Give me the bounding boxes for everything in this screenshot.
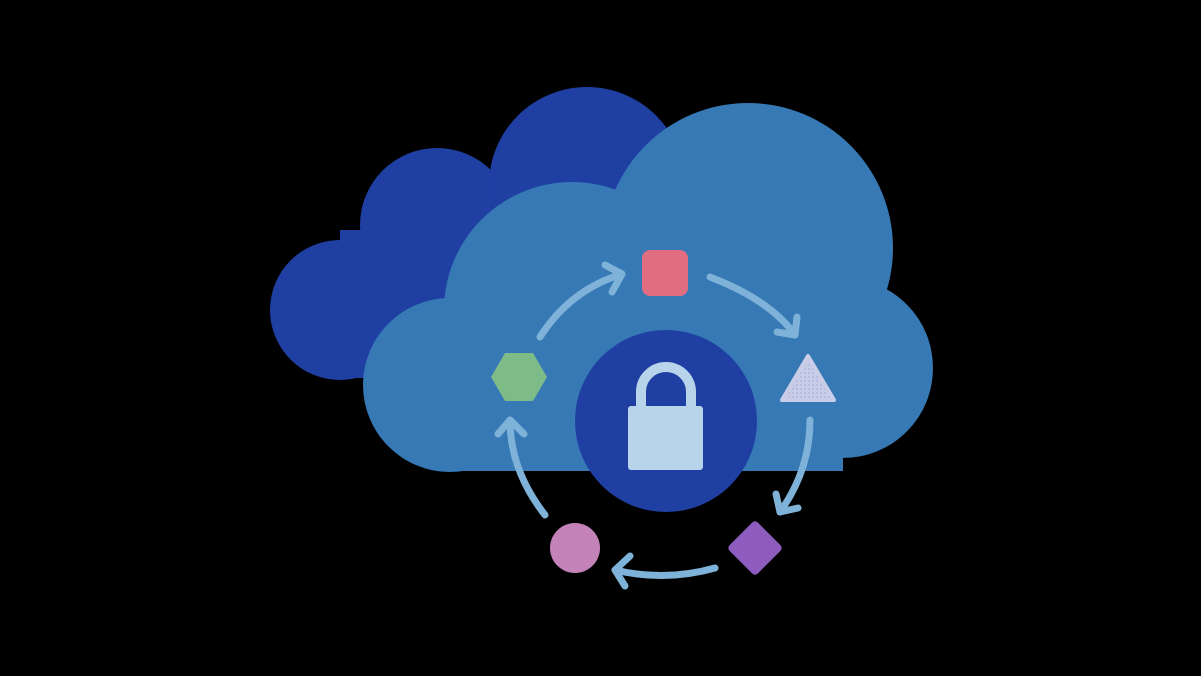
cycle-arrow-icon [772,416,814,516]
cycle-arrows [494,261,814,590]
cycle-arrow-icon [611,552,719,590]
square-icon [642,250,688,296]
diamond-icon [728,521,782,575]
cycle-arrow-icon [706,273,801,339]
triangle-icon [780,354,836,402]
cycle-arrow-icon [494,416,549,519]
hexagon-icon [491,353,547,401]
padlock-icon [575,330,757,512]
cycle-arrow-icon [536,261,626,341]
circle-icon [550,523,600,573]
